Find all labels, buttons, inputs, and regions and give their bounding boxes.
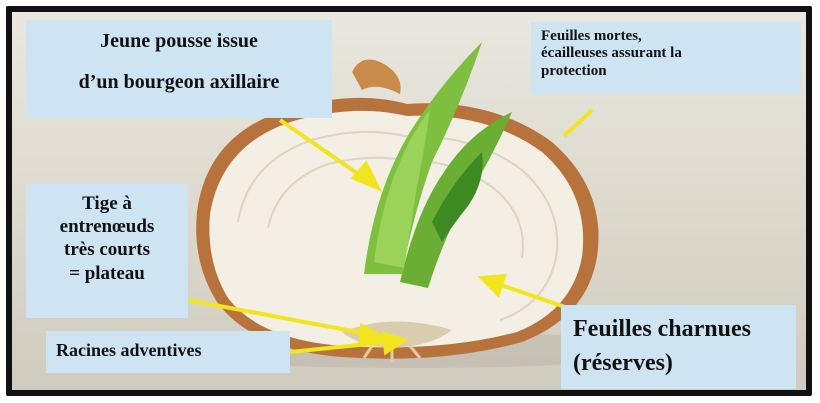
label-jeune-pousse: Jeune pousse issue d’un bourgeon axillai… bbox=[26, 20, 332, 118]
label-racines: Racines adventives bbox=[46, 331, 290, 373]
label-feuilles-charnues: Feuilles charnues (réserves) bbox=[561, 305, 796, 389]
label-tige-line4: = plateau bbox=[26, 262, 188, 285]
label-jeune-pousse-line2: d’un bourgeon axillaire bbox=[26, 71, 332, 94]
label-feuilles-mortes-line1: Feuilles mortes, bbox=[541, 28, 801, 45]
label-feuilles-charnues-line2: (réserves) bbox=[573, 347, 796, 381]
label-tige-line2: entrenœuds bbox=[26, 215, 188, 238]
dry-tip bbox=[352, 60, 401, 95]
label-racines-text: Racines adventives bbox=[56, 340, 290, 361]
label-tige-line1: Tige à bbox=[26, 192, 188, 215]
label-tige: Tige à entrenœuds très courts = plateau bbox=[26, 184, 188, 318]
label-feuilles-charnues-line1: Feuilles charnues bbox=[573, 313, 796, 347]
label-tige-line3: très courts bbox=[26, 238, 188, 261]
label-feuilles-mortes: Feuilles mortes, écailleuses assurant la… bbox=[531, 22, 801, 94]
label-feuilles-mortes-line2: écailleuses assurant la bbox=[541, 45, 801, 62]
arrow-feuilles-mortes bbox=[564, 110, 592, 136]
label-jeune-pousse-line1: Jeune pousse issue bbox=[26, 30, 332, 53]
label-feuilles-mortes-line3: protection bbox=[541, 63, 801, 80]
